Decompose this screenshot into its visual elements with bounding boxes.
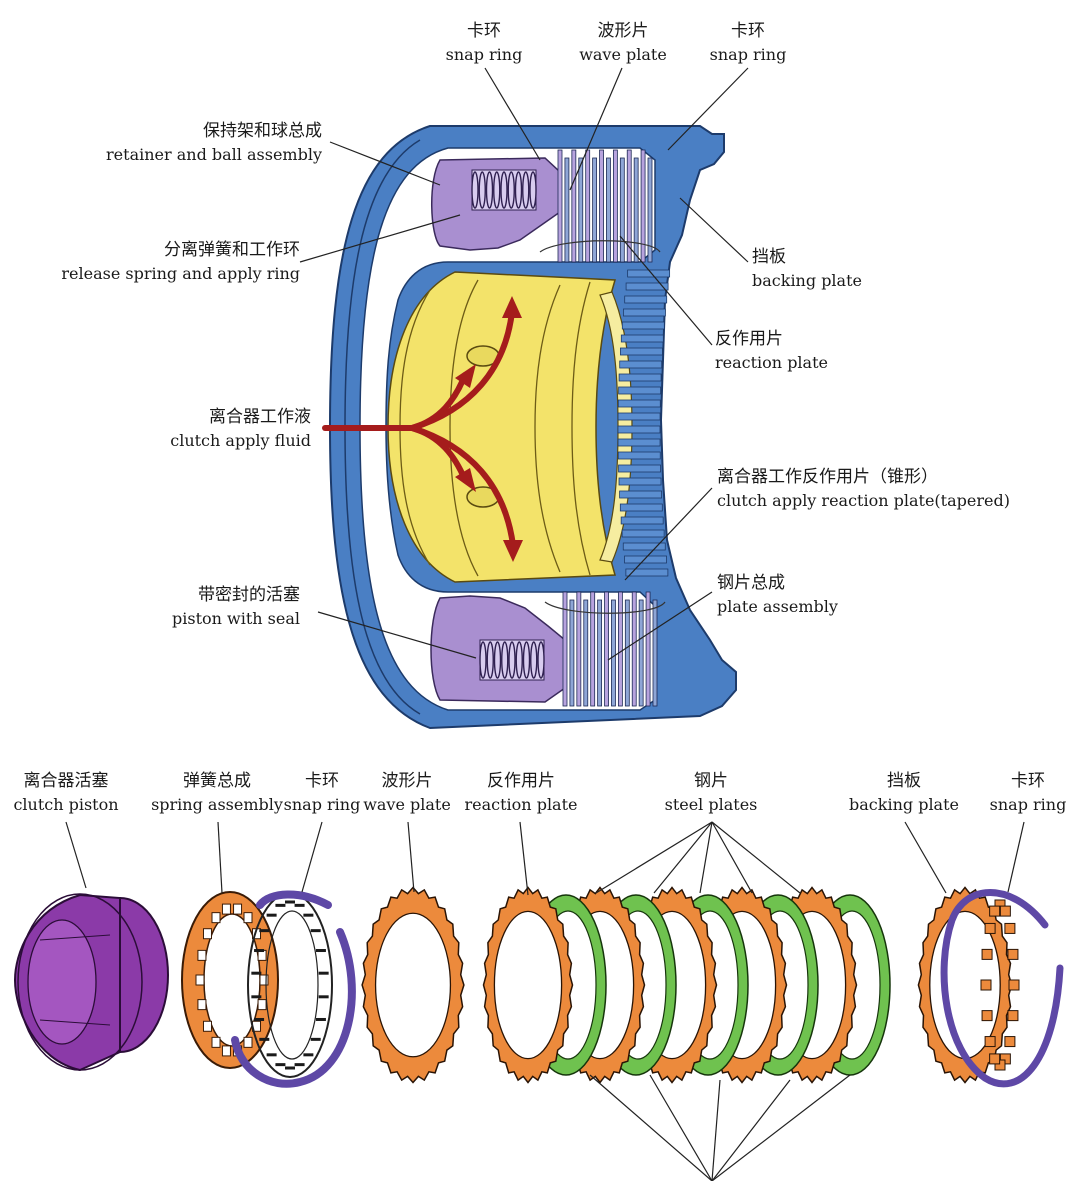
label-spring-assembly-zh: 弹簧总成 (182, 771, 251, 791)
label-bottom-snap-ring: 卡环 snap ring (284, 770, 361, 816)
label-snap-ring-right-en: snap ring (709, 45, 787, 64)
housing-splines (617, 269, 671, 577)
label-bottom-reaction-plate-zh: 反作用片 (486, 771, 555, 791)
exploded-wave-plate (361, 886, 465, 1084)
label-tapered-plate: 离合器工作反作用片（锥形） clutch apply reaction plat… (717, 466, 1010, 512)
label-bottom-wave-plate-zh: 波形片 (381, 771, 433, 791)
label-snap-ring-right: 卡环 snap ring (710, 20, 787, 66)
label-snap-ring-right-zh: 卡环 (730, 21, 765, 41)
label-release-spring-en: release spring and apply ring (61, 264, 300, 283)
label-snap-ring-left-zh: 卡环 (466, 21, 501, 41)
label-steel-plates-zh: 钢片 (693, 771, 728, 791)
upper-release-spring (471, 169, 537, 211)
label-backing-plate-en: backing plate (752, 271, 862, 290)
label-wave-plate-zh: 波形片 (597, 21, 649, 41)
label-bottom-backing-plate-en: backing plate (849, 795, 959, 814)
label-bottom-snap-ring-end-zh: 卡环 (1010, 771, 1045, 791)
label-snap-ring-left-en: snap ring (445, 45, 523, 64)
label-bottom-backing-plate: 挡板 backing plate (849, 770, 959, 816)
label-apply-fluid-en: clutch apply fluid (170, 431, 311, 450)
label-clutch-piston-zh: 离合器活塞 (23, 771, 109, 791)
label-apply-fluid-zh: 离合器工作液 (209, 407, 311, 427)
exploded-spring-assembly (181, 891, 333, 1078)
label-bottom-backing-plate-zh: 挡板 (886, 771, 921, 791)
label-plate-assembly-zh: 钢片总成 (717, 573, 785, 593)
apply-fluid-arrows (322, 309, 516, 548)
label-reaction-plate: 反作用片 reaction plate (715, 328, 828, 374)
lower-plate-stack (544, 591, 666, 707)
label-steel-plates: 钢片 steel plates (665, 770, 758, 816)
exploded-backing-plate (917, 886, 1020, 1084)
label-reaction-plate-zh: 反作用片 (715, 329, 783, 349)
clutch-cross-section (322, 125, 737, 730)
exploded-view (13, 886, 1064, 1088)
label-steel-plates-en: steel plates (664, 795, 758, 814)
upper-plate-stack (539, 149, 661, 263)
label-spring-assembly: 弹簧总成 spring assembly (151, 770, 283, 816)
lower-release-spring (479, 639, 545, 681)
exploded-snap-ring-right (940, 889, 1064, 1088)
label-piston-seal-en: piston with seal (172, 609, 300, 628)
label-wave-plate-en: wave plate (579, 45, 667, 64)
label-piston-seal-zh: 带密封的活塞 (198, 585, 300, 605)
label-bottom-snap-ring-zh: 卡环 (304, 771, 339, 791)
label-bottom-reaction-plate: 反作用片 reaction plate (465, 770, 578, 816)
label-retainer: 保持架和球总成 retainer and ball assembly (106, 120, 322, 166)
label-reaction-plate-en: reaction plate (715, 353, 828, 372)
top-leader-lines (299, 67, 749, 661)
label-plate-assembly-en: plate assembly (717, 597, 838, 616)
label-snap-ring-left: 卡环 snap ring (446, 20, 523, 66)
label-tapered-plate-zh: 离合器工作反作用片（锥形） (717, 467, 938, 487)
label-retainer-zh: 保持架和球总成 (203, 121, 322, 141)
label-retainer-en: retainer and ball assembly (106, 145, 322, 164)
label-clutch-piston: 离合器活塞 clutch piston (13, 770, 118, 816)
label-bottom-snap-ring-end-en: snap ring (989, 795, 1067, 814)
label-bottom-snap-ring-en: snap ring (283, 795, 361, 814)
label-piston-seal: 带密封的活塞 piston with seal (172, 584, 300, 630)
exploded-clutch-piston (13, 893, 169, 1072)
label-clutch-piston-en: clutch piston (13, 795, 119, 814)
exploded-plate-stack (482, 886, 891, 1084)
bottom-leader-lines (65, 821, 1025, 1181)
label-release-spring: 分离弹簧和工作环 release spring and apply ring (61, 239, 300, 285)
label-apply-fluid: 离合器工作液 clutch apply fluid (170, 406, 311, 452)
label-bottom-wave-plate: 波形片 wave plate (363, 770, 451, 816)
label-bottom-snap-ring-end: 卡环 snap ring (990, 770, 1067, 816)
label-backing-plate: 挡板 backing plate (752, 246, 862, 292)
label-plate-assembly: 钢片总成 plate assembly (717, 572, 838, 618)
label-wave-plate: 波形片 wave plate (579, 20, 667, 66)
label-bottom-reaction-plate-en: reaction plate (464, 795, 578, 814)
exploded-snap-ring-left (231, 890, 356, 1088)
label-bottom-wave-plate-en: wave plate (363, 795, 451, 814)
label-release-spring-zh: 分离弹簧和工作环 (164, 240, 300, 260)
label-backing-plate-zh: 挡板 (752, 247, 786, 267)
label-spring-assembly-en: spring assembly (151, 795, 283, 814)
label-tapered-plate-en: clutch apply reaction plate(tapered) (717, 491, 1010, 510)
